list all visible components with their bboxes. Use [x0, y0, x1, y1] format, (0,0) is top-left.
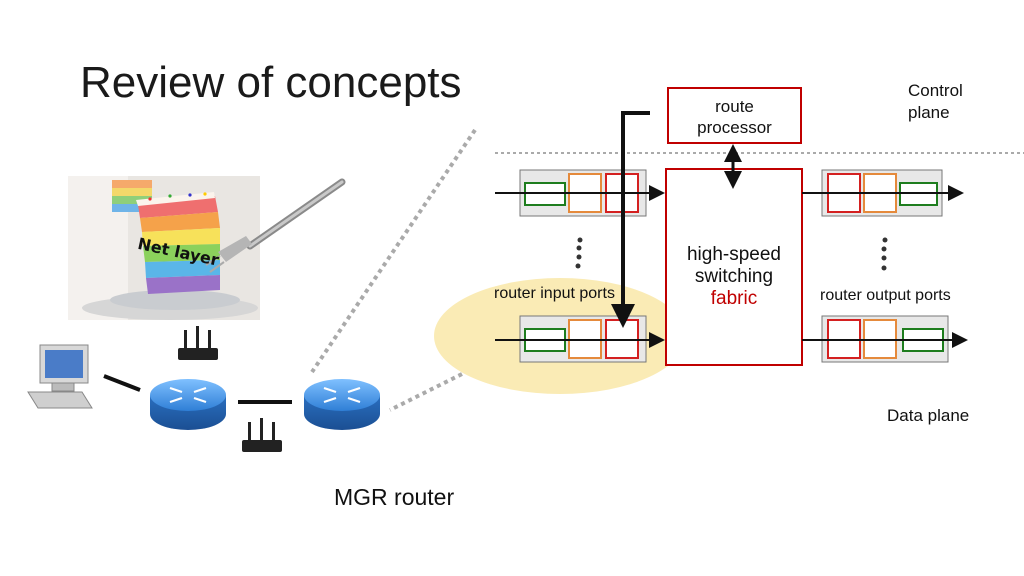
fabric-line-2: switching [694, 266, 774, 287]
switching-fabric-label: high-speed switching fabric [666, 244, 802, 310]
router-icon [150, 379, 226, 430]
control-to-input-arrow [611, 111, 650, 328]
fabric-line-3: fabric [710, 288, 758, 309]
data-plane-label: Data plane [887, 406, 970, 425]
fabric-line-1: high-speed [686, 244, 782, 265]
link-pc-router [103, 374, 141, 392]
input-ellipsis-dots [575, 237, 583, 269]
route-processor-label: route processor [697, 97, 772, 137]
fork-icon [205, 178, 346, 273]
wifi-router-icon [178, 326, 218, 360]
output-port-bottom [802, 315, 968, 363]
mgr-router-icon [304, 379, 380, 430]
output-ellipsis-dots [881, 237, 888, 271]
slide-title: Review of concepts [80, 58, 462, 107]
input-port-top [495, 169, 665, 217]
control-plane-label: Control plane [908, 81, 963, 122]
input-port-bottom [495, 315, 665, 363]
route-processor-box [667, 87, 802, 144]
mgr-router-caption: MGR router [334, 484, 455, 510]
wifi-router-icon [242, 418, 282, 452]
layer-cake-image [68, 176, 346, 320]
zoom-line-lower [389, 372, 463, 412]
switching-fabric-box [665, 168, 803, 366]
input-ports-label: router input ports [494, 285, 615, 302]
desktop-computer-icon [27, 344, 93, 409]
zoom-line-upper [310, 128, 477, 374]
output-port-top [802, 169, 964, 217]
output-ports-label: router output ports [820, 287, 951, 304]
